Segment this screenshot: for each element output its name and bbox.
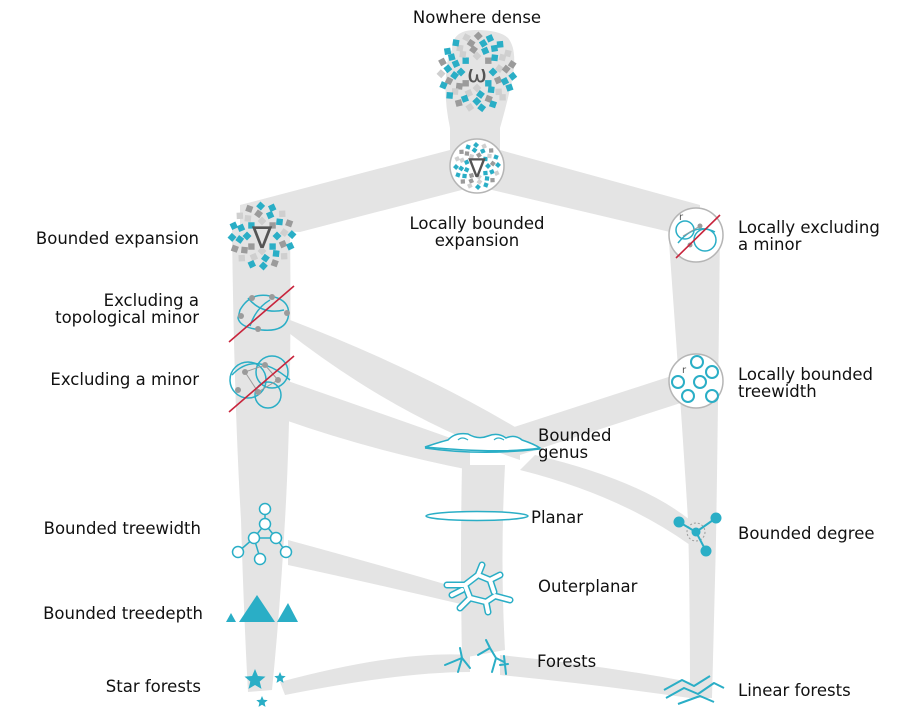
mosaic-tile <box>437 56 448 67</box>
band-genus-to-degree <box>520 455 690 545</box>
node-bounded-treewidth: Bounded treewidth <box>0 520 201 537</box>
node-locally-bounded-expansion: Locally bounded expansion <box>364 215 590 249</box>
node-forests: Forests <box>537 653 657 670</box>
node-nowhere-dense: Nowhere dense <box>377 9 577 26</box>
plane-icon <box>426 512 528 521</box>
node-planar: Planar <box>531 509 631 526</box>
node-locally-excluding-minor: Locally excluding a minor <box>738 219 905 253</box>
node-locally-bounded-treewidth: Locally bounded treewidth <box>738 366 905 400</box>
local-treewidth-icon: r <box>669 354 723 408</box>
node-bounded-degree: Bounded degree <box>738 525 905 542</box>
node-outerplanar: Outerplanar <box>538 578 678 595</box>
omega-symbol: ω <box>467 60 487 88</box>
mosaic-tile <box>436 69 445 78</box>
node-linear-forests: Linear forests <box>738 682 905 699</box>
band-right-column <box>668 228 720 698</box>
node-star-forests: Star forests <box>0 678 201 695</box>
band-forests-to-star <box>280 654 470 695</box>
star-shape <box>256 696 267 707</box>
nabla-circle-icon: ∇ <box>450 139 504 193</box>
svg-text:∇: ∇ <box>467 154 486 184</box>
nabla-symbol: ∇ <box>251 221 273 256</box>
node-excluding-topological-minor: Excluding a topological minor <box>0 292 199 326</box>
node-bounded-genus: Bounded genus <box>538 427 678 461</box>
crossed-local-minor-icon: r <box>669 208 723 262</box>
band-treewidth-to-outerplanar <box>288 540 465 605</box>
node-bounded-expansion: Bounded expansion <box>0 230 199 247</box>
band-middle-column <box>461 465 505 658</box>
node-bounded-treedepth: Bounded treedepth <box>0 605 203 622</box>
node-excluding-minor: Excluding a minor <box>0 371 199 388</box>
